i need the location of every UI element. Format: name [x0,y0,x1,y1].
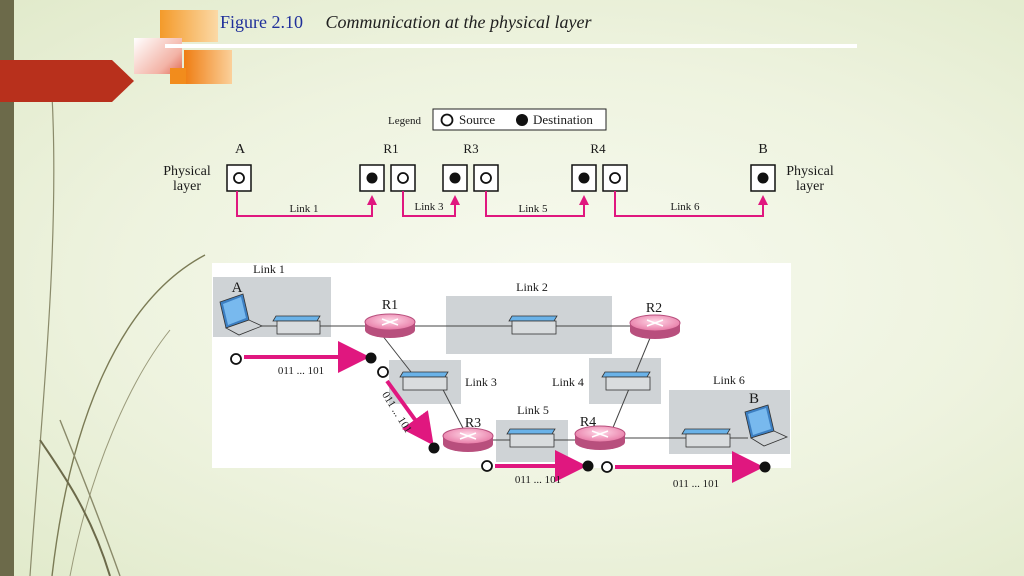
panel-link-4-label: Link 4 [552,375,584,389]
orange-square-top [160,10,218,42]
box-r4-out [602,164,628,192]
switch-link1 [272,315,321,335]
arrow-link-3 [385,379,434,446]
box-r4-in [571,164,597,192]
top-link-5-label: Link 5 [518,203,548,215]
node-label-a: A [235,142,246,157]
panel-link-5-label: Link 5 [517,403,549,417]
physical-right-line1: Physical [786,164,834,179]
source-marker [440,113,454,127]
node-label-r4: R4 [590,141,606,156]
switch-link3 [399,371,449,391]
node-label-b: B [758,142,767,157]
panel-node-r4-label: R4 [580,415,596,430]
router-r3-icon [442,427,494,452]
red-arrow-banner [0,60,134,102]
legend-destination: Destination [533,112,593,127]
orange-square-small [170,68,186,84]
node-label-r1: R1 [383,141,398,156]
panel-link-6-label: Link 6 [713,373,745,387]
router-r2-icon [629,314,681,339]
panel-link-1-label: Link 1 [253,262,285,276]
figure-number: Figure 2.10 [220,12,303,32]
top-link-5-path [485,191,589,217]
top-link-6-label: Link 6 [670,201,700,213]
figure-caption: Communication at the physical layer [325,12,592,32]
panel-node-a-label: A [232,280,243,296]
legend-label: Legend [388,115,421,127]
switch-link4 [601,371,651,391]
legend: Legend Source Destination [388,108,607,131]
panel-node-r2-label: R2 [646,301,662,316]
top-link-3-label: Link 3 [414,201,444,213]
router-r1-icon [364,313,416,338]
laptop-a-icon [219,293,264,336]
top-link-1-path [236,191,377,217]
switch-link6 [681,428,731,448]
destination-marker [516,114,528,126]
router-r4-icon [574,425,626,450]
top-path-diagram: A R1 R3 R4 B Physical layer Physical lay… [163,141,834,217]
physical-right-line2: layer [796,179,824,194]
bits-link-5: 011 ... 101 [515,474,561,486]
network-panel: Link 1 A R1 Link 2 R2 Link 3 Link 4 Link… [212,262,791,468]
switch-link2 [508,315,558,335]
bits-link-1: 011 ... 101 [278,365,324,377]
node-label-r3: R3 [463,141,478,156]
left-decor-stripe [0,0,14,576]
top-link-6-path [614,191,768,217]
panel-link-2-label: Link 2 [516,280,548,294]
top-link-1-label: Link 1 [289,203,318,215]
switch-link5 [506,428,556,448]
legend-source: Source [459,112,495,127]
figure-title: Figure 2.10 Communication at the physica… [220,12,591,33]
laptop-b-icon [744,404,789,447]
title-underline [165,44,857,48]
physical-left-line1: Physical [163,164,211,179]
top-link-3-path [402,191,460,217]
physical-left-line2: layer [173,179,201,194]
orange-square-bottom [184,50,232,84]
panel-node-r1-label: R1 [382,298,398,313]
bits-link-6: 011 ... 101 [673,478,719,490]
panel-node-b-label: B [749,391,759,407]
panel-link-3-label: Link 3 [465,375,497,389]
panel-node-r3-label: R3 [465,416,481,431]
